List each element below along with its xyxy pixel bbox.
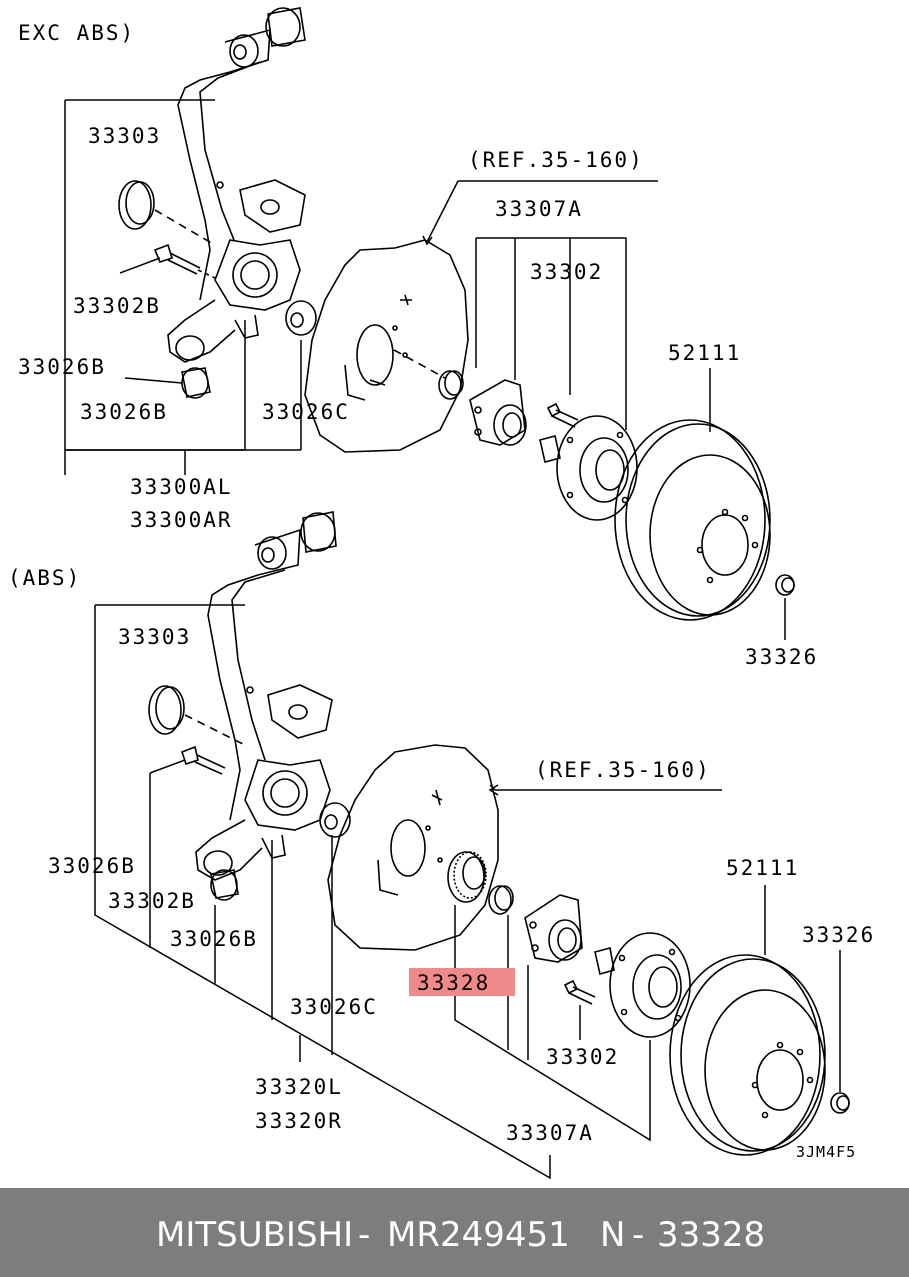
label-33026b-bottom-b[interactable]: 33026B bbox=[170, 927, 258, 951]
dust-shield-bottom bbox=[327, 744, 499, 951]
hub-bearing-top bbox=[469, 379, 527, 446]
footer-brand: MITSUBISHI bbox=[156, 1215, 354, 1255]
bolt-33302-bottom bbox=[563, 979, 596, 1005]
ring-bottom bbox=[488, 885, 514, 915]
label-33326-bottom[interactable]: 33326 bbox=[802, 923, 876, 947]
label-52111-bottom[interactable]: 52111 bbox=[726, 856, 800, 880]
label-33302-bottom[interactable]: 33302 bbox=[546, 1045, 620, 1069]
label-33320r[interactable]: 33320R bbox=[255, 1109, 343, 1133]
knuckle-bottom bbox=[148, 511, 351, 901]
diagram-code: 3JM4F5 bbox=[796, 1143, 857, 1161]
label-33026c-top[interactable]: 33026C bbox=[262, 400, 350, 424]
label-ref-bottom[interactable]: (REF.35-160) bbox=[535, 758, 711, 782]
brake-disc-top bbox=[614, 419, 771, 621]
bolt-33302-top bbox=[546, 402, 579, 428]
label-33326-top[interactable]: 33326 bbox=[745, 645, 819, 669]
label-exc-abs: EXC ABS) bbox=[18, 21, 136, 45]
nut-33326-bottom bbox=[830, 1092, 850, 1114]
label-33026b-top-a[interactable]: 33026B bbox=[18, 355, 106, 379]
label-33026b-top-b[interactable]: 33026B bbox=[80, 400, 168, 424]
dust-shield-top bbox=[304, 239, 469, 453]
label-33303-bottom[interactable]: 33303 bbox=[118, 625, 192, 649]
footer-bar: MITSUBISHI - MR249451 N - 33328 bbox=[0, 1188, 909, 1277]
hub-bottom bbox=[594, 932, 691, 1038]
label-ref-top[interactable]: (REF.35-160) bbox=[468, 148, 644, 172]
leader-lines-bottom bbox=[94, 604, 841, 1180]
label-33300ar[interactable]: 33300AR bbox=[130, 508, 233, 532]
brake-disc-bottom bbox=[669, 954, 826, 1156]
label-33302b-bottom[interactable]: 33302B bbox=[108, 889, 196, 913]
leader-lines-top bbox=[64, 99, 786, 640]
label-52111-top[interactable]: 52111 bbox=[668, 341, 742, 365]
label-33307a-top[interactable]: 33307A bbox=[495, 197, 583, 221]
footer-separator: - bbox=[358, 1215, 371, 1255]
exploded-parts-diagram bbox=[64, 7, 850, 1180]
label-33303-top[interactable]: 33303 bbox=[88, 124, 162, 148]
label-33320l[interactable]: 33320L bbox=[255, 1075, 343, 1099]
label-33307a-bottom[interactable]: 33307A bbox=[506, 1121, 594, 1145]
nut-33326-top bbox=[775, 574, 795, 596]
ring-top bbox=[438, 370, 464, 400]
hub-top bbox=[539, 415, 638, 521]
abs-sensor-ring-33328 bbox=[447, 851, 487, 903]
highlight-box-33328 bbox=[409, 968, 515, 996]
footer-n-code: 33328 bbox=[657, 1215, 766, 1255]
label-abs: (ABS) bbox=[8, 566, 82, 590]
footer-part-number: MR249451 bbox=[387, 1215, 570, 1255]
label-33302b-top[interactable]: 33302B bbox=[73, 294, 161, 318]
label-33300al[interactable]: 33300AL bbox=[130, 475, 233, 499]
hub-bearing-bottom bbox=[524, 894, 583, 963]
footer-n-separator: - bbox=[632, 1215, 645, 1255]
label-33302-top[interactable]: 33302 bbox=[530, 260, 604, 284]
label-33026b-bottom-a[interactable]: 33026B bbox=[48, 854, 136, 878]
label-33026c-bottom[interactable]: 33026C bbox=[290, 995, 378, 1019]
knuckle-top bbox=[118, 7, 317, 399]
label-33328[interactable]: 33328 bbox=[417, 971, 491, 995]
footer-n-label: N bbox=[600, 1215, 626, 1255]
